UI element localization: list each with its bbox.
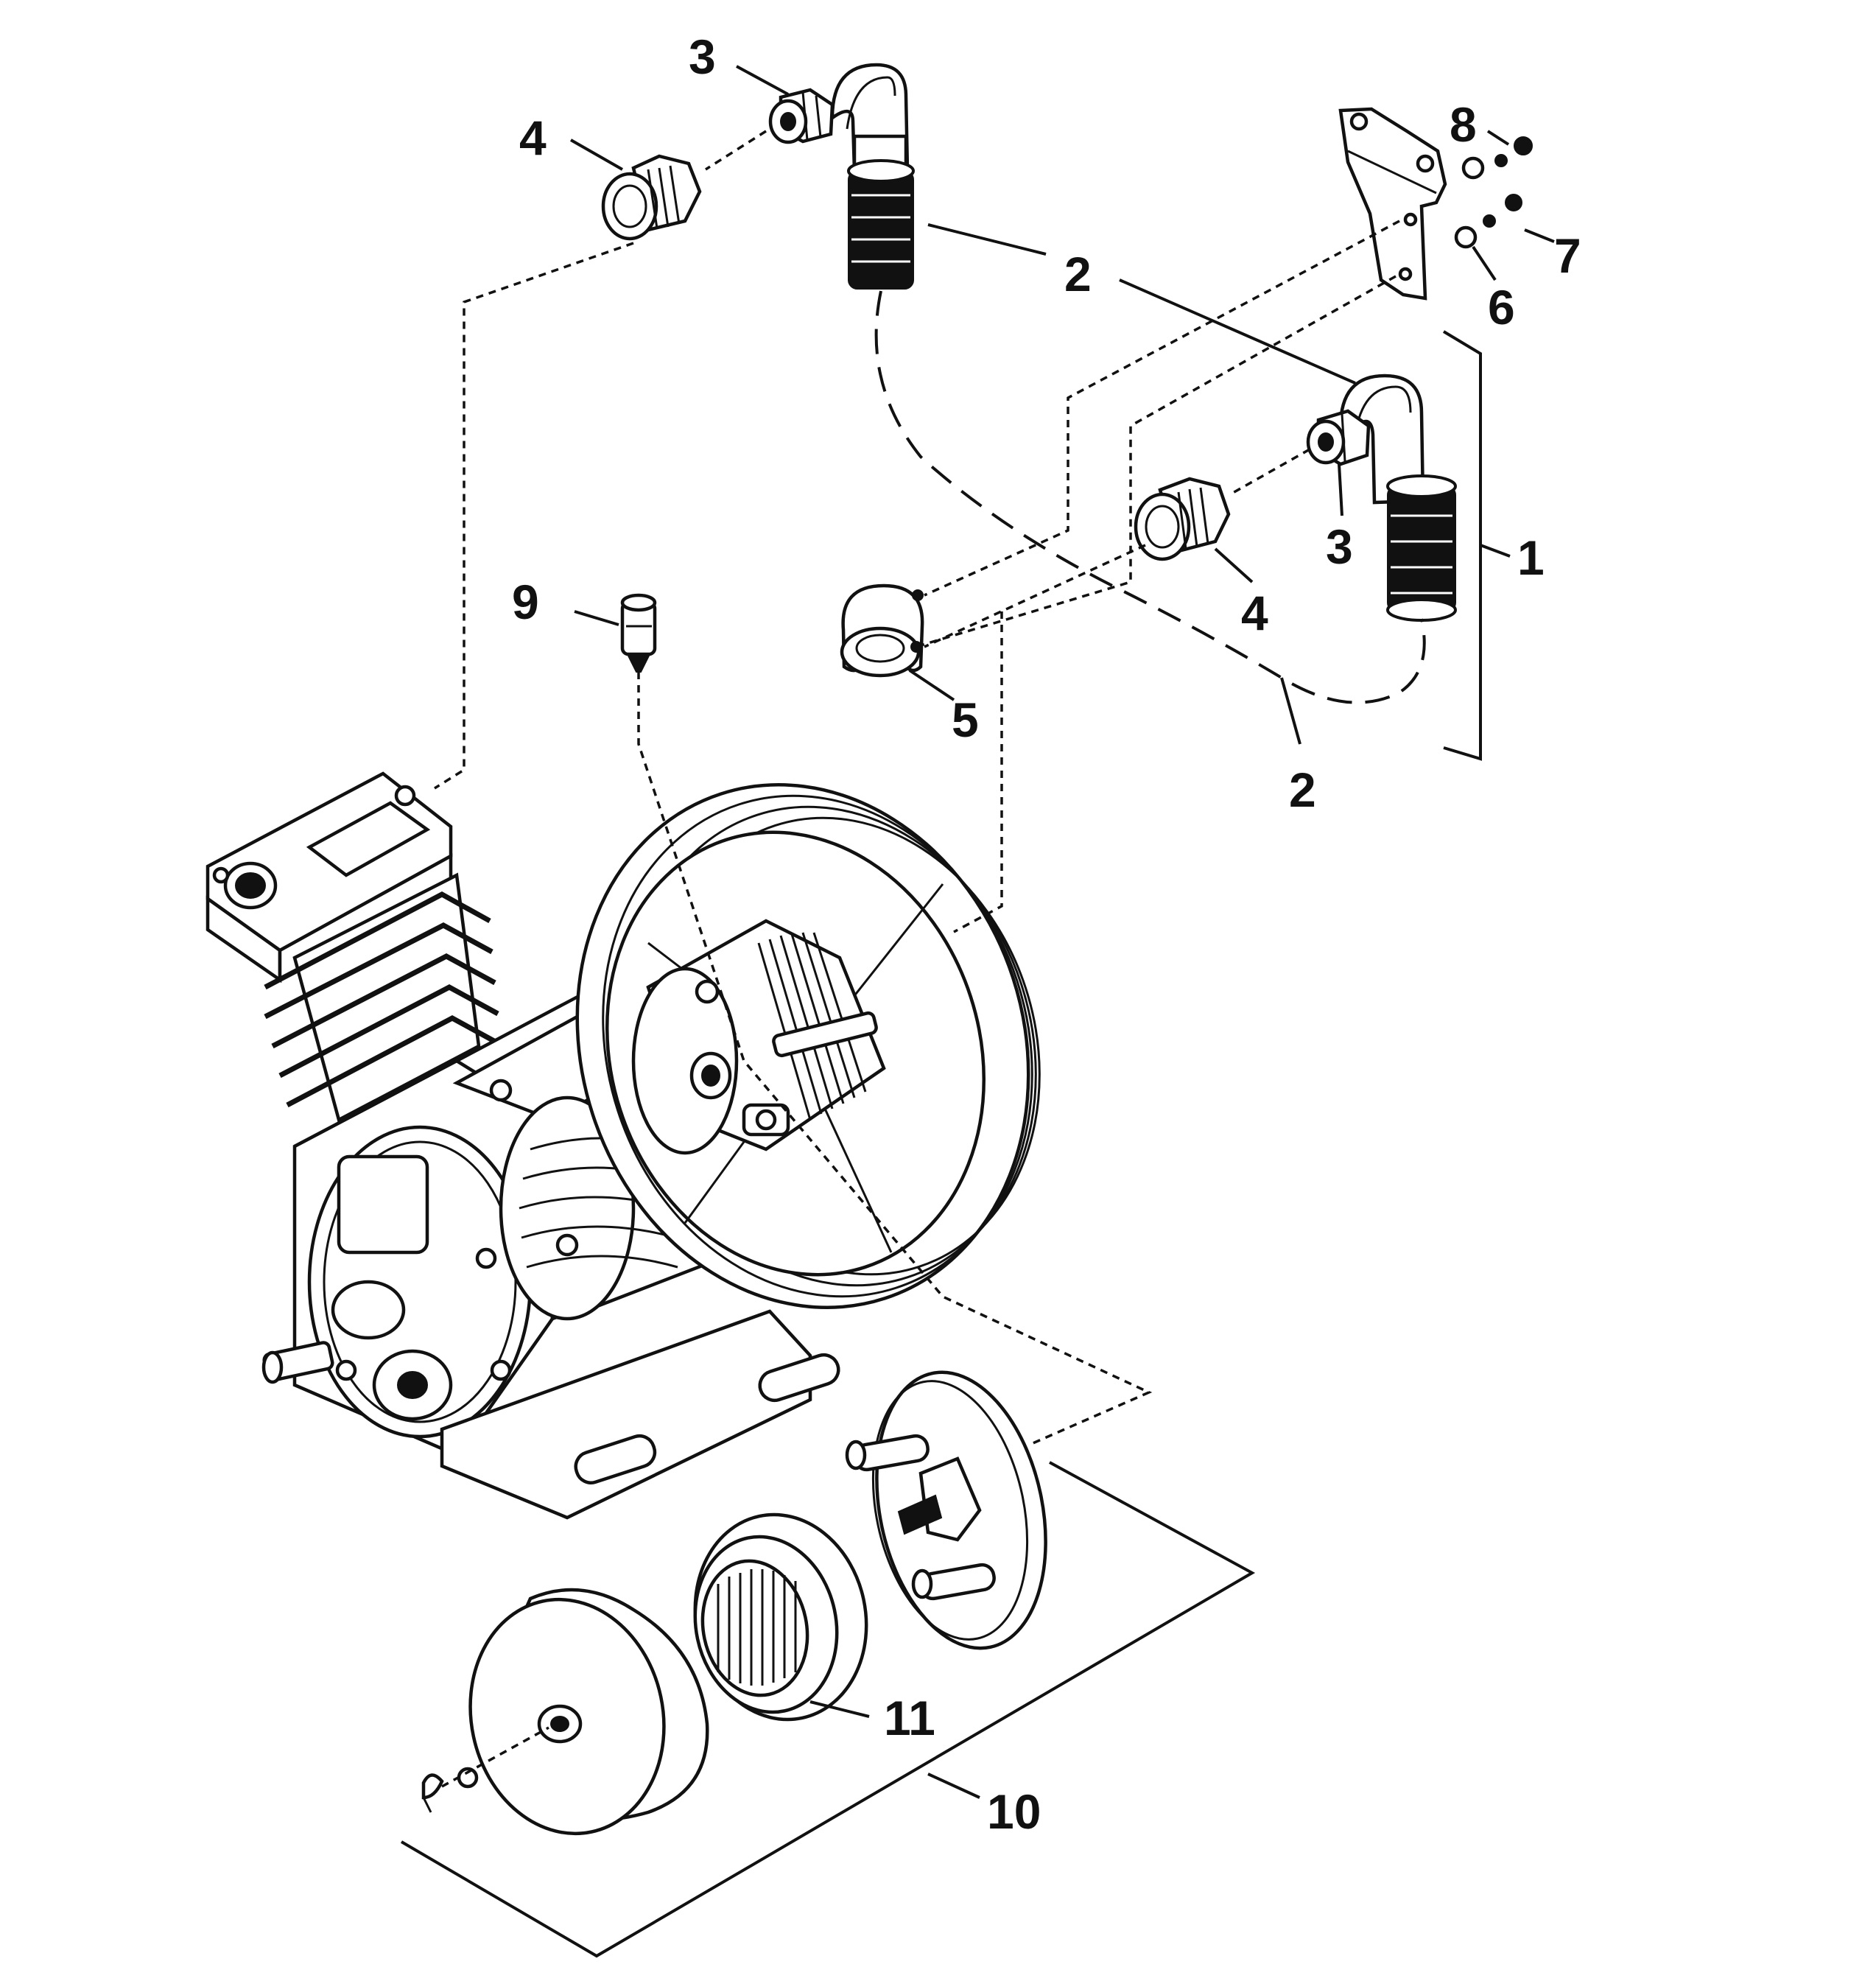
fan-cover: [421, 1588, 709, 1836]
callout-11: 11: [884, 1691, 935, 1745]
callout-2-bottom: 2: [1289, 762, 1316, 817]
right-elbow-tube: [1338, 374, 1457, 622]
callout-5: 5: [952, 693, 979, 747]
upper-fitting: [601, 154, 702, 241]
fan-hub-plate: [845, 1370, 1047, 1650]
assembly-dashed-lines: [434, 130, 1400, 1788]
fan-wheel: [693, 1512, 868, 1722]
tube-clamp: [840, 583, 924, 678]
callout-4-top: 4: [519, 111, 547, 165]
right-compression-nut: [1306, 409, 1371, 466]
callout-1: 1: [1517, 530, 1545, 585]
part-callouts: 1 2 2 3 3 4 4 5 6 7 8 9 10 11: [512, 29, 1581, 1839]
callout-3-right: 3: [1326, 519, 1353, 574]
upper-compression-nut: [768, 88, 835, 144]
leader-lines: [400, 65, 1555, 1958]
callout-3-top: 3: [689, 29, 716, 84]
callout-9: 9: [512, 575, 539, 629]
right-fitting: [1134, 477, 1231, 561]
bracket-hardware: [1454, 136, 1533, 249]
callout-4-right: 4: [1241, 586, 1268, 640]
cylinder-fins: [264, 872, 502, 1123]
callout-2-top: 2: [1064, 247, 1092, 301]
callout-7: 7: [1554, 228, 1581, 283]
mounting-bracket: [1338, 107, 1447, 301]
upper-elbow-tube: [830, 63, 915, 290]
callout-8: 8: [1450, 97, 1477, 152]
crank-hub: [631, 919, 886, 1155]
breather-plug: [620, 593, 657, 673]
callout-6: 6: [1488, 280, 1515, 334]
callout-10: 10: [987, 1784, 1041, 1839]
